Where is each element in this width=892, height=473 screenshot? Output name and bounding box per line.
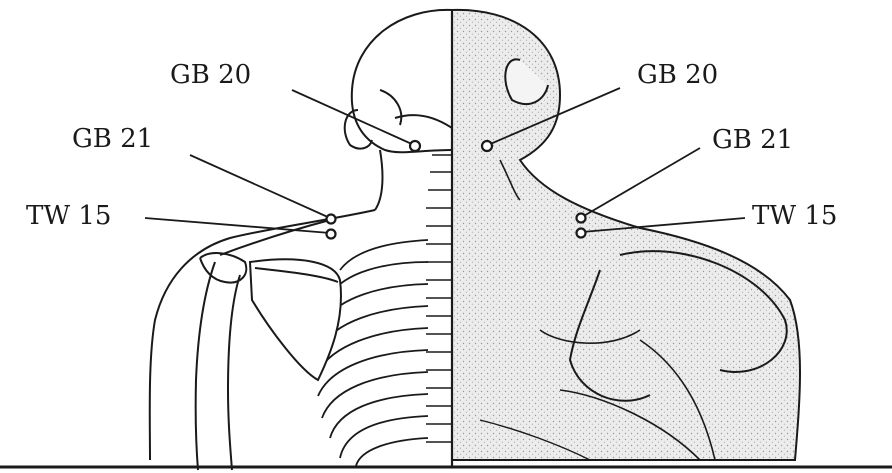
muscle-layer [452, 10, 800, 460]
label-gb21-left: GB 21 [72, 126, 153, 152]
point-tw15-left [327, 230, 336, 239]
label-gb20-right: GB 20 [637, 62, 718, 88]
point-tw15-right [577, 229, 586, 238]
point-gb21-left [327, 215, 336, 224]
point-gb20-right [482, 141, 492, 151]
label-gb21-right: GB 21 [712, 127, 793, 153]
point-gb20-left [410, 141, 420, 151]
label-tw15-right: TW 15 [752, 203, 837, 229]
point-gb21-right [577, 214, 586, 223]
label-tw15-left: TW 15 [26, 203, 111, 229]
label-gb20-left: GB 20 [170, 62, 251, 88]
pointer-lines [145, 88, 745, 233]
